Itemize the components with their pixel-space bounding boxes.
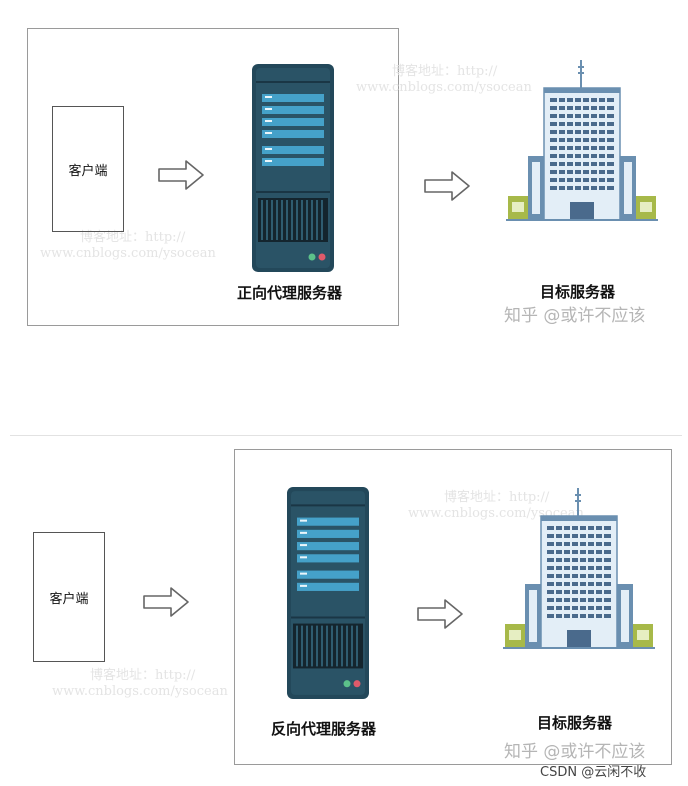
zhihu-watermark: 知乎 @或许不应该: [504, 306, 646, 326]
client-label: 客户端: [68, 163, 108, 179]
reverse-proxy-frame: [234, 449, 672, 765]
server-icon: [287, 487, 369, 699]
arrow-right-icon: [143, 587, 189, 617]
faint-blog-url: www.cnblogs.com/ysocean: [356, 80, 532, 95]
faint-blog-url: www.cnblogs.com/ysocean: [52, 684, 228, 699]
arrow-right-icon: [417, 599, 463, 629]
faint-blog-text: 博客地址：http://: [392, 64, 498, 79]
server-icon: [252, 64, 334, 272]
csdn-watermark: CSDN @云闲不收: [540, 765, 647, 780]
forward-target-label: 目标服务器: [540, 283, 616, 301]
faint-blog-url: www.cnblogs.com/ysocean: [40, 246, 216, 261]
arrow-right-icon: [424, 171, 470, 201]
arrow-right-icon: [158, 160, 204, 190]
faint-blog-text: 博客地址：http://: [90, 668, 196, 683]
reverse-proxy-label: 反向代理服务器: [271, 720, 377, 738]
reverse-target-label: 目标服务器: [537, 714, 613, 732]
zhihu-watermark: 知乎 @或许不应该: [504, 742, 646, 762]
faint-blog-text: 博客地址：http://: [80, 230, 186, 245]
building-icon: [503, 488, 655, 649]
faint-blog-text: 博客地址：http://: [444, 490, 550, 505]
faint-blog-url: www.cnblogs.com/ysocean: [408, 506, 584, 521]
client-label: 客户端: [49, 591, 89, 607]
building-icon: [506, 60, 658, 221]
forward-proxy-label: 正向代理服务器: [237, 284, 343, 302]
forward-proxy-frame: [27, 28, 399, 326]
section-divider: [10, 435, 682, 436]
client-box: 客户端: [52, 106, 124, 232]
client-box: 客户端: [33, 532, 105, 662]
